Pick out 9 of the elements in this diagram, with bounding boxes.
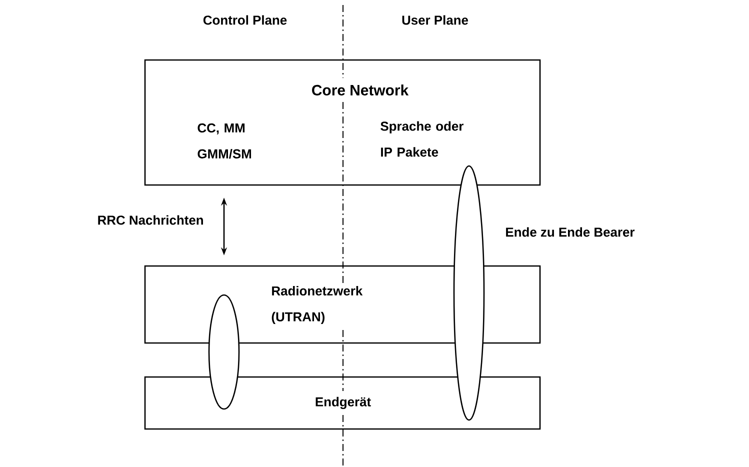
bearer-label: Ende zu Ende Bearer xyxy=(506,227,635,237)
box: Endgerät xyxy=(144,376,541,430)
plane-label: User Plane xyxy=(402,15,468,25)
edge-label: RRC Nachrichten xyxy=(96,214,205,226)
box: Radionetzwerk (UTRAN) xyxy=(144,265,541,344)
plane-label: Control Plane xyxy=(203,15,287,25)
ellipse xyxy=(208,294,240,410)
ellipse xyxy=(453,165,485,421)
box: Core Network CC, MM GMM/SM Sprache oder IP Pakete xyxy=(144,59,541,186)
